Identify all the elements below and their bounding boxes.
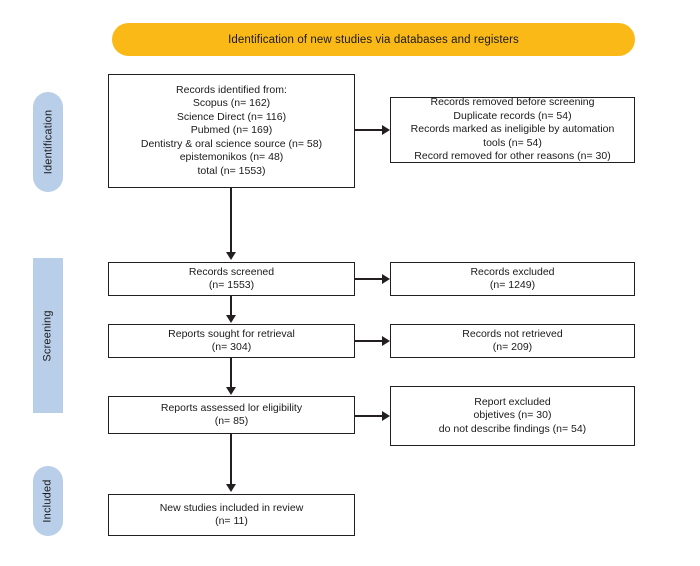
edge-sought-to-not-retrieved (355, 340, 382, 342)
edge-sought-to-assessed-arrowhead (226, 387, 236, 395)
node-records-excluded: Records excluded (n= 1249) (390, 262, 635, 296)
edge-screened-to-sought-arrowhead (226, 315, 236, 323)
node-records-not-retrieved-text: Records not retrieved (n= 209) (462, 327, 563, 354)
node-records-screened: Records screened (n= 1553) (108, 262, 355, 296)
stage-bar-screening: Screening (33, 258, 63, 413)
node-records-identified: Records identified from: Scopus (n= 162)… (108, 74, 355, 188)
node-report-excluded: Report excluded objetives (n= 30) do not… (390, 386, 635, 446)
node-reports-sought: Reports sought for retrieval (n= 304) (108, 324, 355, 358)
node-reports-assessed-text: Reports assessed lor eligibility (n= 85) (160, 401, 303, 428)
edge-screened-to-sought (230, 296, 232, 316)
node-records-not-retrieved: Records not retrieved (n= 209) (390, 324, 635, 358)
edge-identified-to-removed (355, 129, 382, 131)
node-new-studies-included: New studies included in review (n= 11) (108, 494, 355, 536)
edge-assessed-to-report-excluded-arrowhead (382, 411, 390, 421)
stage-label-screening: Screening (42, 309, 54, 362)
edge-sought-to-assessed (230, 358, 232, 388)
page-title: Identification of new studies via databa… (228, 33, 519, 46)
edge-assessed-to-included-arrowhead (226, 484, 236, 492)
node-new-studies-included-text: New studies included in review (n= 11) (159, 501, 304, 528)
edge-assessed-to-report-excluded (355, 415, 382, 417)
node-records-removed-text: Records removed before screening Duplica… (410, 96, 615, 163)
diagram-title-banner: Identification of new studies via databa… (112, 23, 635, 56)
stage-bar-identification: Identification (33, 92, 63, 192)
edge-screened-to-excluded-arrowhead (382, 274, 390, 284)
stage-bar-included: Included (33, 466, 63, 536)
node-reports-assessed: Reports assessed lor eligibility (n= 85) (108, 396, 355, 434)
node-records-excluded-text: Records excluded (n= 1249) (470, 265, 555, 292)
stage-label-identification: Identification (42, 109, 54, 175)
edge-screened-to-excluded (355, 278, 382, 280)
node-records-screened-text: Records screened (n= 1553) (188, 265, 275, 292)
edge-identified-to-screened (230, 188, 232, 252)
node-reports-sought-text: Reports sought for retrieval (n= 304) (168, 327, 295, 354)
node-records-identified-text: Records identified from: Scopus (n= 162)… (140, 83, 323, 177)
edge-identified-to-removed-arrowhead (382, 125, 390, 135)
edge-sought-to-not-retrieved-arrowhead (382, 336, 390, 346)
edge-assessed-to-included (230, 434, 232, 484)
node-report-excluded-text: Report excluded objetives (n= 30) do not… (438, 395, 587, 435)
edge-identified-to-screened-arrowhead (226, 252, 236, 260)
node-records-removed: Records removed before screening Duplica… (390, 96, 635, 163)
stage-label-included: Included (42, 479, 55, 523)
